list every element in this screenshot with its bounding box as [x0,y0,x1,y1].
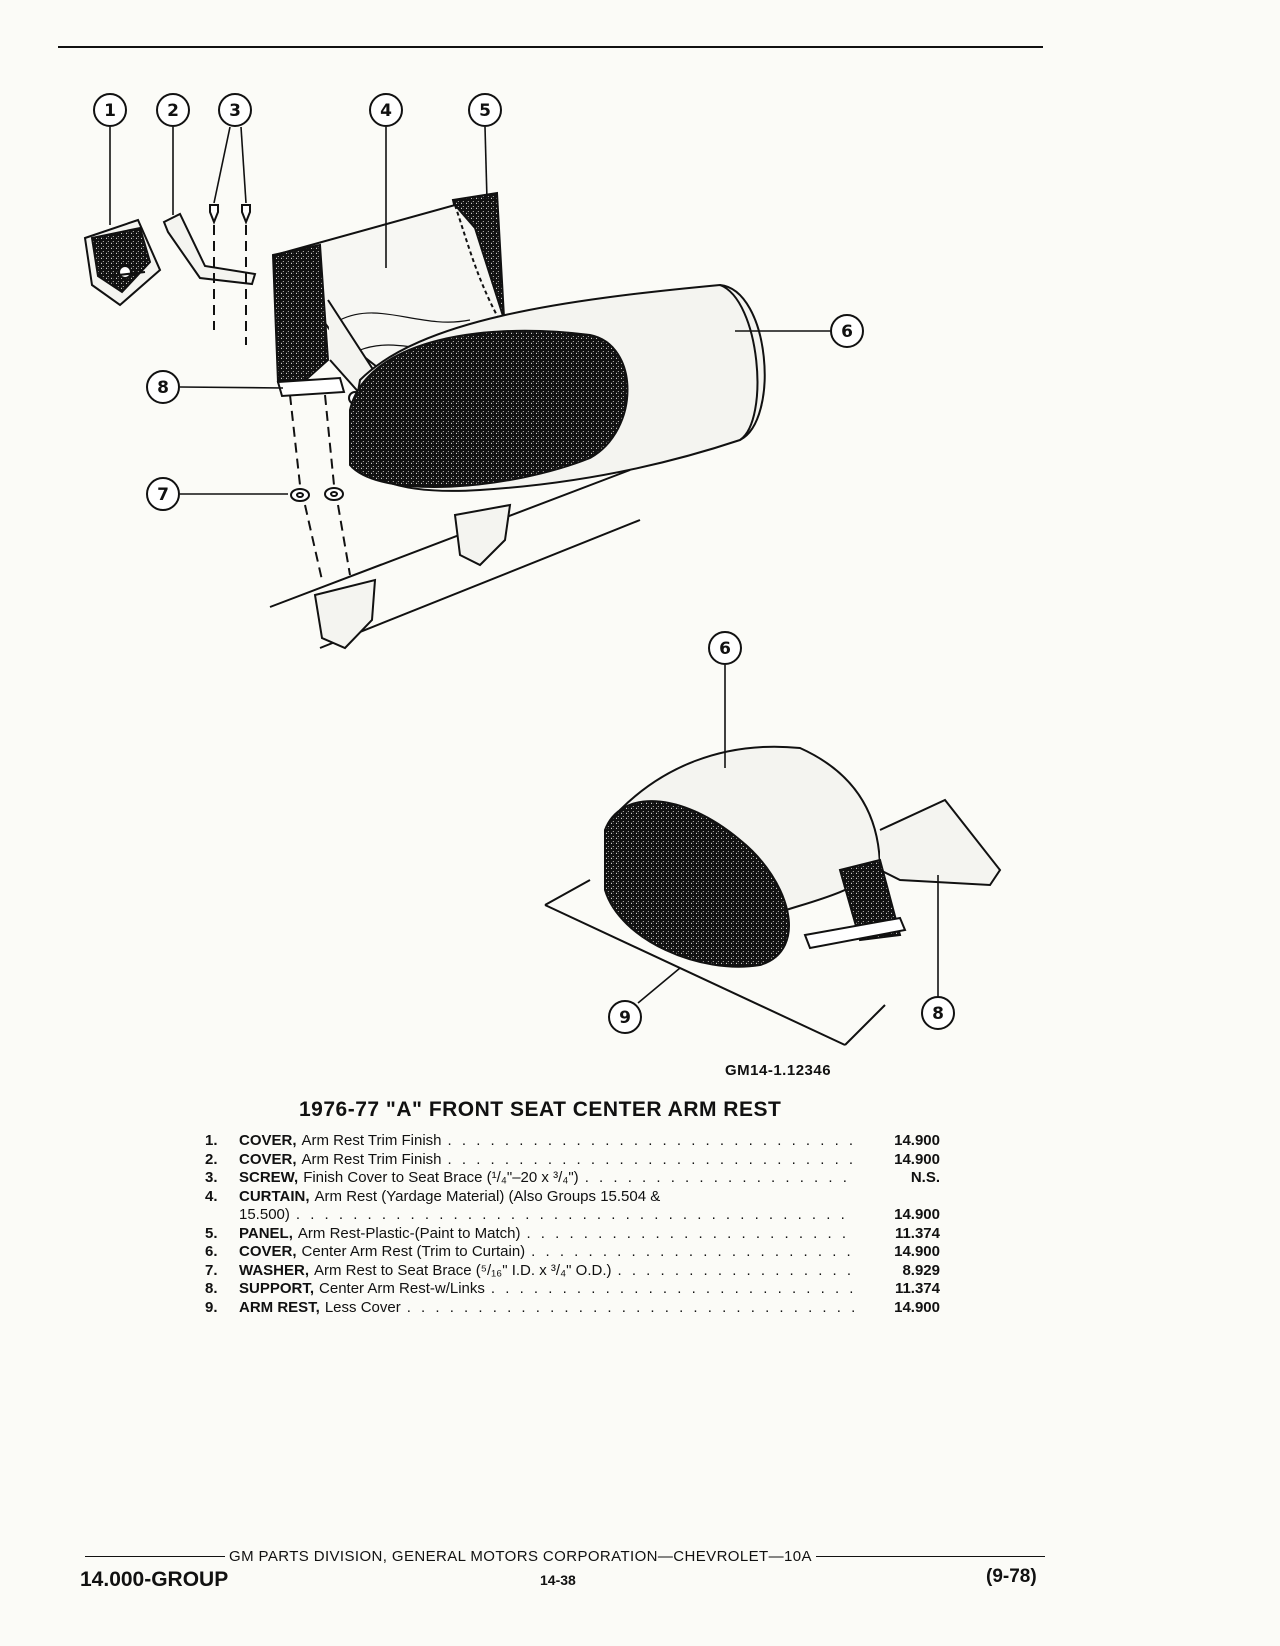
part-name: ARM REST, [239,1298,320,1316]
page-title: 1976-77 "A" FRONT SEAT CENTER ARM REST [299,1098,782,1121]
washers-part-7 [289,394,351,581]
part-description: Less Cover [324,1298,401,1316]
revision-date: (9-78) [986,1566,1037,1587]
part-number: 7. [205,1261,218,1279]
svg-text:5: 5 [479,101,491,121]
top-rule [58,46,1043,48]
part-number: 3. [205,1169,218,1186]
part-name: WASHER, [239,1261,310,1279]
finish-cover-part-2 [162,212,257,286]
part-description: Arm Rest (Yardage Material) (Also Groups… [314,1187,661,1205]
part-number: 9. [205,1298,218,1316]
part-description: Arm Rest-Plastic-(Paint to Match) [297,1224,521,1242]
part-name: COVER, [239,1150,297,1168]
part-group: 11.374 [894,1280,940,1297]
part-row-4: 4. CURTAIN,Arm Rest (Yardage Material) (… [205,1188,940,1207]
part-row-3: 3. SCREW,Finish Cover to Seat Brace (¹/₄… [205,1169,940,1188]
dot-leader [585,1169,856,1188]
svg-text:2: 2 [167,101,179,121]
svg-text:8: 8 [157,378,169,398]
callout-6-bottom: 6 [708,631,742,665]
svg-text:1: 1 [104,101,116,121]
part-name: CURTAIN, [239,1187,310,1205]
svg-text:7: 7 [157,485,169,505]
arm-rest-cover-part-6 [348,283,766,492]
part-name: PANEL, [239,1224,293,1242]
dot-leader [448,1151,856,1170]
seat-frame [269,469,641,650]
part-group: 14.900 [894,1206,940,1223]
part-row-2: 2. COVER,Arm Rest Trim Finish 14.900 [205,1151,940,1170]
part-row-7: 7. WASHER,Arm Rest to Seat Brace (⁵/₁₆" … [205,1262,940,1281]
svg-text:9: 9 [619,1008,631,1028]
dot-leader [531,1243,856,1262]
finish-cover-part-1 [83,218,162,307]
dot-leader [448,1132,856,1151]
part-description: Arm Rest Trim Finish [301,1132,442,1149]
svg-text:6: 6 [841,322,853,342]
part-row-5: 5. PANEL,Arm Rest-Plastic-(Paint to Matc… [205,1225,940,1244]
page-number: 14-38 [540,1572,576,1588]
callout-1: 1 [93,93,127,127]
part-row-1: 1. COVER,Arm Rest Trim Finish 14.900 [205,1132,940,1151]
part-description: Arm Rest to Seat Brace (⁵/₁₆" I.D. x ³/₄… [314,1261,612,1279]
part-row-6: 6. COVER,Center Arm Rest (Trim to Curtai… [205,1243,940,1262]
part-name: COVER, [239,1132,297,1149]
footer-publisher-line: GM PARTS DIVISION, GENERAL MOTORS CORPOR… [85,1548,1045,1565]
part-description-continued: 15.500) [239,1206,290,1223]
dot-leader [407,1299,856,1318]
callout-2: 2 [156,93,190,127]
part-name: SUPPORT, [239,1280,315,1297]
svg-text:8: 8 [932,1004,944,1024]
part-row-9: 9. ARM REST,Less Cover 14.900 [205,1299,940,1318]
svg-text:4: 4 [380,101,392,121]
assembled-arm-rest [544,745,1002,1046]
callout-8-top: 8 [146,370,180,404]
callout-8-bottom: 8 [921,996,955,1030]
part-number: 4. [205,1187,218,1205]
part-number: 5. [205,1224,218,1242]
part-group: N.S. [910,1169,940,1186]
part-name: COVER, [239,1243,297,1260]
part-group: 14.900 [894,1132,940,1149]
callout-9: 9 [608,1000,642,1034]
dot-leader [526,1225,856,1244]
exploded-diagram: 1 2 3 4 5 6 8 7 6 9 8 [83,93,1002,1046]
svg-text:6: 6 [719,639,731,659]
part-number: 2. [205,1150,218,1168]
part-number: 1. [205,1132,218,1149]
callout-6-top: 6 [830,314,864,348]
parts-list: 1. COVER,Arm Rest Trim Finish 14.900 2. … [205,1132,940,1317]
part-group: 14.900 [894,1243,940,1260]
callout-5: 5 [468,93,502,127]
part-group: 14.900 [894,1150,940,1168]
part-name: SCREW, [239,1169,299,1186]
callouts: 1 2 3 4 5 6 8 7 6 9 8 [93,93,955,1034]
dot-leader [296,1206,856,1225]
part-group: 14.900 [894,1298,940,1316]
screws-part-3 [209,204,251,345]
part-description: Finish Cover to Seat Brace (¹/₄"–20 x ³/… [303,1169,579,1186]
part-number: 8. [205,1280,218,1297]
footer-publisher: GM PARTS DIVISION, GENERAL MOTORS CORPOR… [229,1548,812,1565]
callout-3: 3 [218,93,252,127]
dot-leader [618,1262,856,1281]
part-row-8: 8. SUPPORT,Center Arm Rest-w/Links 11.37… [205,1280,940,1299]
part-group: 8.929 [902,1261,940,1279]
callout-4: 4 [369,93,403,127]
dot-leader [491,1280,856,1299]
part-description: Center Arm Rest (Trim to Curtain) [301,1243,526,1260]
leader-lines [109,126,939,1004]
part-row-4-continued: 15.500) 14.900 [205,1206,940,1225]
part-description: Center Arm Rest-w/Links [319,1280,485,1297]
figure-id: GM14-1.12346 [725,1062,832,1079]
footer-group: 14.000-GROUP [80,1568,229,1591]
callout-7: 7 [146,477,180,511]
part-description: Arm Rest Trim Finish [301,1150,442,1168]
part-group: 11.374 [894,1224,940,1242]
svg-text:3: 3 [229,101,241,121]
part-number: 6. [205,1243,218,1260]
